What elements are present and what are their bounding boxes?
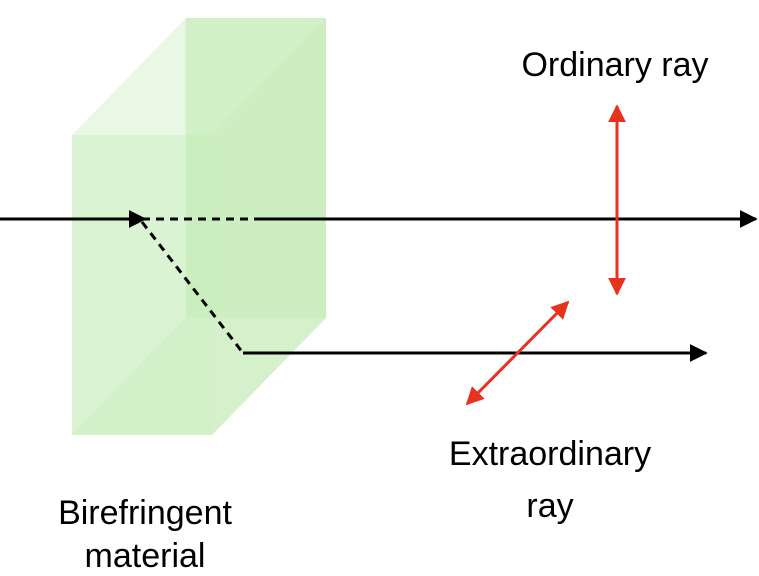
crystal-edge [71, 317, 187, 436]
crystal-side-face [212, 18, 326, 435]
extraordinary-polarization-arrow [465, 300, 570, 406]
crystal-top-face [72, 18, 326, 135]
ordinary-ray-label: Ordinary ray [521, 46, 709, 84]
extraordinary-ray-label-line1: Extraordinary [448, 435, 652, 473]
crystal-front-face [72, 135, 212, 435]
material-label-line2: material [84, 537, 206, 575]
material-label-line1: Birefringent [58, 494, 232, 532]
extraordinary-ray-label-line2: ray [526, 487, 574, 525]
birefringence-diagram [0, 18, 758, 436]
crystal-back-face [186, 18, 326, 318]
birefringent-crystal [71, 18, 326, 436]
